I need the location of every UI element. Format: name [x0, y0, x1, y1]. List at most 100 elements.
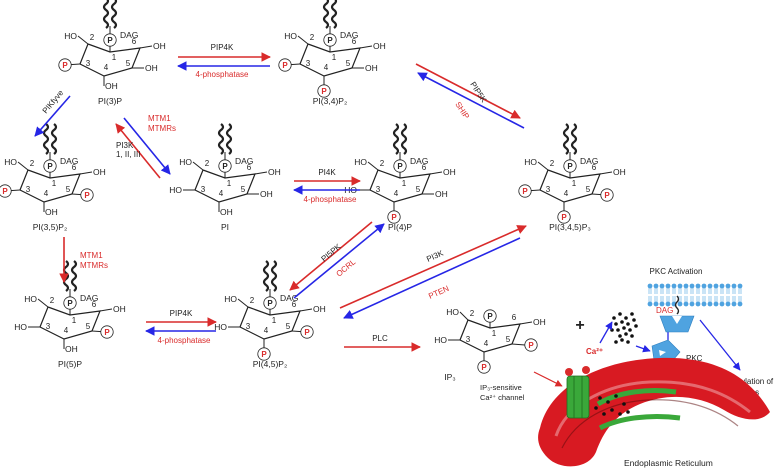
calcium-dot — [606, 400, 610, 404]
hydroxyl-c6: OH — [153, 41, 166, 51]
enzyme-4-phosphatase-mid: 4-phosphatase — [304, 195, 357, 204]
hydroxyl-c6: OH — [93, 167, 106, 177]
dag-chain-icon — [570, 123, 578, 155]
bond — [192, 161, 204, 171]
hydroxyl-c6: OH — [113, 304, 126, 314]
calcium-dot — [612, 316, 616, 320]
ring-number-3: 3 — [86, 59, 91, 68]
bond — [459, 311, 469, 321]
hydroxyl-c4: OH — [220, 207, 233, 217]
dag-label: DAG — [340, 30, 358, 40]
calcium-dot — [630, 312, 634, 316]
calcium-dot — [626, 410, 630, 414]
ring-number-5: 5 — [286, 322, 291, 331]
lipid-head — [713, 283, 719, 289]
bond — [367, 161, 379, 171]
phosphate-c3-label: P — [282, 61, 288, 70]
lipid-head — [659, 283, 665, 289]
phosphate-c5-label: P — [304, 328, 310, 337]
lipid-head — [647, 283, 653, 289]
ring-number-5: 5 — [346, 59, 351, 68]
ring-number-4: 4 — [484, 339, 489, 348]
dag-chain-icon — [400, 123, 408, 155]
phosphate-c1-label: P — [487, 312, 493, 321]
hydroxyl-c4: OH — [45, 207, 58, 217]
ring-number-6: 6 — [292, 300, 297, 309]
calcium-dot — [618, 334, 622, 338]
hydroxyl-c2: HO — [24, 294, 37, 304]
lipid-head — [683, 301, 689, 307]
lipid-head — [689, 301, 695, 307]
phosphate-c4 — [317, 84, 331, 98]
phosphate-c4-label: P — [481, 363, 487, 372]
arrow-ip3-to-channel — [533, 371, 563, 387]
lipid-head — [701, 301, 707, 307]
ring-number-2: 2 — [30, 159, 35, 168]
dag-label: DAG — [580, 156, 598, 166]
plasma-membrane-bilayer — [647, 283, 743, 307]
phosphate-c3-label: P — [62, 61, 68, 70]
ring-number-4: 4 — [64, 326, 69, 335]
lipid-head — [689, 283, 695, 289]
hydroxyl-c5: OH — [365, 63, 378, 73]
phosphate-c1-label: P — [267, 299, 273, 308]
enzyme-mtmrs-b: MTMRs — [80, 261, 108, 270]
enzyme-ship: SHIP — [453, 100, 471, 121]
plus-sign: + — [575, 317, 584, 334]
enzyme-pi3k-a: PI3K — [116, 141, 134, 150]
ring-number-4: 4 — [394, 189, 399, 198]
lipid-head — [695, 301, 701, 307]
hydroxyl-c6: OH — [613, 167, 626, 177]
phosphate-c5 — [524, 338, 538, 352]
lipid-head — [707, 283, 713, 289]
ring-number-4: 4 — [219, 189, 224, 198]
ring-number-5: 5 — [241, 185, 246, 194]
phosphate-c3 — [58, 58, 72, 72]
hydroxyl-c2: HO — [64, 31, 77, 41]
dag-chain-icon — [562, 123, 570, 155]
bond — [537, 161, 549, 171]
lipid-head — [701, 283, 707, 289]
calcium-dot — [602, 412, 606, 416]
pkc-label: PKC — [686, 354, 703, 363]
dag-chain-icon — [42, 123, 50, 155]
arrow-pi345p3-to-pi45p2 — [343, 237, 521, 319]
enzyme-mtmrs-a: MTMRs — [148, 124, 176, 133]
phosphate-c1-label: P — [327, 36, 333, 45]
ring-number-1: 1 — [272, 316, 277, 325]
molecule-name-pi5p: PI(5)P — [58, 359, 82, 369]
ring-number-6: 6 — [247, 163, 252, 172]
ring-number-1: 1 — [52, 179, 57, 188]
molecule-name-pi4p: PI(4)P — [388, 222, 412, 232]
bond — [254, 171, 268, 175]
enzyme-pip4k-bottom: PIP4K — [170, 309, 193, 318]
phosphate-c1-label: P — [67, 299, 73, 308]
ring-number-2: 2 — [50, 296, 55, 305]
dag-chain-icon — [50, 123, 58, 155]
er-label: Endoplasmic Reticulum — [624, 458, 713, 468]
phosphate-c1 — [563, 159, 577, 173]
ring-number-2: 2 — [90, 33, 95, 42]
ring-number-3: 3 — [376, 185, 381, 194]
hydroxyl-c2: HO — [354, 157, 367, 167]
dag-label: DAG — [80, 293, 98, 303]
calcium-dot — [626, 340, 630, 344]
phosphate-c3-label: P — [522, 187, 528, 196]
ring-number-2: 2 — [250, 296, 255, 305]
arrow-calcium-to-pkc — [635, 344, 651, 353]
lipid-head — [647, 301, 653, 307]
phosphate-c4-label: P — [321, 87, 327, 96]
lipid-head — [653, 283, 659, 289]
molecule-name-pi34p2: PI(3,4)P₂ — [313, 96, 347, 106]
bond — [99, 308, 113, 312]
dag-chain-icon — [217, 123, 225, 155]
ring-number-3: 3 — [546, 185, 551, 194]
bond — [511, 343, 526, 346]
phosphate-c1 — [263, 296, 277, 310]
calcium-dot — [626, 322, 630, 326]
lipid-head — [713, 301, 719, 307]
hydroxyl-c6: OH — [268, 167, 281, 177]
